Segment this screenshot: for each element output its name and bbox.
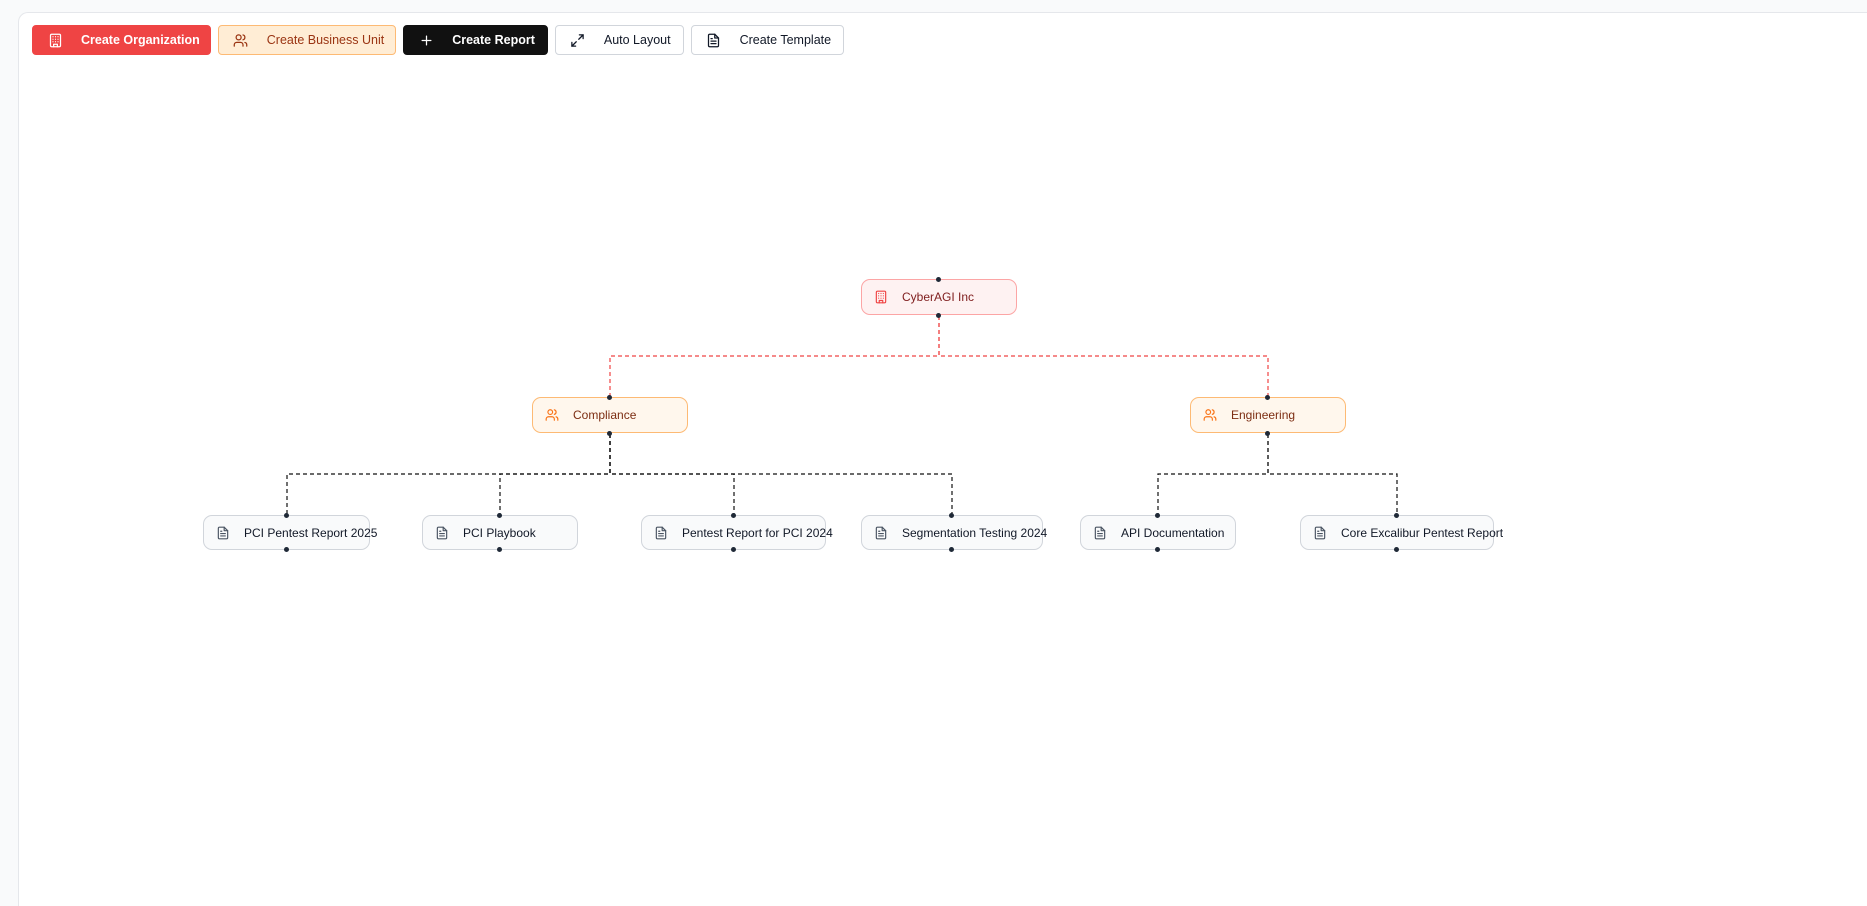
create-template-label: Create Template [739,33,832,47]
users-icon [545,408,559,422]
edge-compliance-pci-2025 [286,434,611,514]
report-node[interactable]: PCI Playbook [422,515,578,550]
edge-org-compliance [609,316,940,396]
bu-node-label: Engineering [1231,408,1296,422]
edge-org-engineering [938,316,1269,396]
building-icon [47,32,63,48]
document-icon [216,526,230,540]
report-node[interactable]: API Documentation [1080,515,1236,550]
auto-layout-button[interactable]: Auto Layout [554,25,684,55]
edge-compliance-segmentation [609,434,953,514]
document-icon [435,526,449,540]
report-edges [286,434,1398,514]
report-node-label: Segmentation Testing 2024 [902,525,1048,540]
report-node-label: PCI Pentest Report 2025 [244,525,378,540]
edge-engineering-core-excalibur [1267,434,1398,514]
node-handle[interactable] [936,277,941,282]
report-node-label: Core Excalibur Pentest Report [1341,525,1504,540]
create-organization-label: Create Organization [81,33,200,47]
document-icon [1313,526,1327,540]
node-handle[interactable] [1394,513,1399,518]
report-node-label: API Documentation [1121,525,1225,540]
bu-node-label: Compliance [573,408,637,422]
edge-engineering-api-doc [1157,434,1269,514]
file-text-icon [706,32,722,48]
node-handle[interactable] [1265,395,1270,400]
building-icon [874,290,888,304]
document-icon [874,526,888,540]
node-handle[interactable] [607,395,612,400]
node-handle[interactable] [1394,547,1399,552]
org-node-label: CyberAGI Inc [902,290,975,304]
node-handle[interactable] [936,313,941,318]
node-handle[interactable] [497,513,502,518]
org-edges [609,316,1269,396]
document-icon [654,526,668,540]
create-report-label: Create Report [452,33,535,47]
create-report-button[interactable]: Create Report [403,25,548,55]
users-icon [1203,408,1217,422]
node-handle[interactable] [731,547,736,552]
auto-layout-label: Auto Layout [603,33,671,47]
create-business-unit-button[interactable]: Create Business Unit [217,25,397,55]
node-handle[interactable] [949,513,954,518]
report-node[interactable]: PCI Pentest Report 2025 [203,515,377,550]
document-icon [1093,526,1107,540]
node-handle[interactable] [284,513,289,518]
node-handle[interactable] [607,431,612,436]
plus-icon [418,32,434,48]
expand-icon [570,32,586,48]
toolbar: Create Organization Create Business Unit… [32,25,845,55]
node-handle[interactable] [949,547,954,552]
report-node-label: Pentest Report for PCI 2024 [682,525,833,540]
users-icon [233,32,249,48]
node-handle[interactable] [497,547,502,552]
create-organization-button[interactable]: Create Organization [32,25,211,55]
bu-node-compliance[interactable]: Compliance [532,397,688,433]
edge-compliance-pci-playbook [499,434,611,514]
org-node[interactable]: CyberAGI Inc [861,279,1017,315]
create-business-unit-label: Create Business Unit [266,33,385,47]
create-template-button[interactable]: Create Template [690,25,845,55]
node-handle[interactable] [1155,513,1160,518]
report-node[interactable]: Pentest Report for PCI 2024 [641,515,833,550]
bu-node-engineering[interactable]: Engineering [1190,397,1346,433]
report-node[interactable]: Segmentation Testing 2024 [861,515,1047,550]
node-handle[interactable] [1265,431,1270,436]
report-node-label: PCI Playbook [463,525,536,540]
flow-canvas[interactable] [18,12,1867,906]
node-handle[interactable] [1155,547,1160,552]
node-handle[interactable] [284,547,289,552]
report-node[interactable]: Core Excalibur Pentest Report [1300,515,1503,550]
node-handle[interactable] [731,513,736,518]
